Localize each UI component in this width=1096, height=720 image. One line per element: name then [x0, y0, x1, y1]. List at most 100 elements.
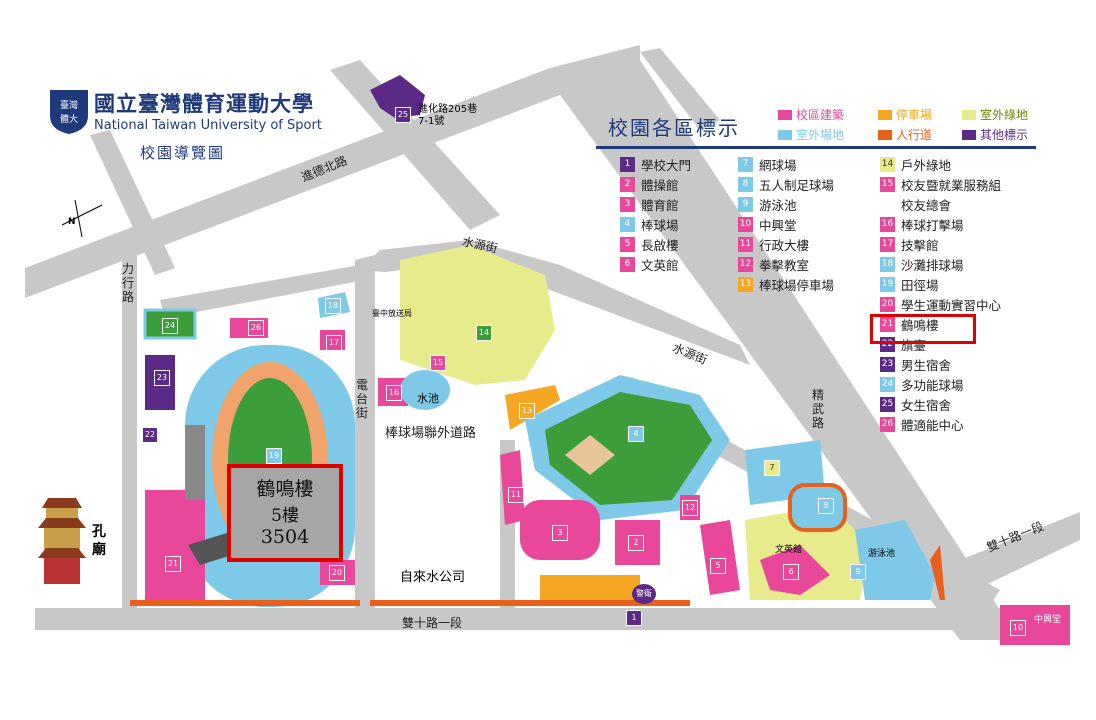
road-label-jingwu: 精武路 [812, 388, 825, 430]
map-marker-10: 10 [1010, 620, 1026, 636]
map-marker-7: 7 [764, 460, 780, 476]
legend-label: 體育館 [641, 198, 679, 213]
legend-number [880, 197, 895, 212]
map-marker-11: 11 [508, 487, 524, 503]
legend-number: 14 [880, 157, 895, 172]
legend-item-3: 3 體育館 [620, 195, 679, 214]
category-swatch [878, 129, 892, 140]
category-swatch [878, 109, 892, 120]
pool-label: 游泳池 [868, 549, 896, 559]
baseball-area [525, 375, 730, 520]
legend-number: 2 [620, 177, 635, 192]
legend-item-7: 7 網球場 [738, 155, 797, 174]
legend-number: 19 [880, 277, 895, 292]
map-marker-18: 18 [325, 298, 341, 314]
legend-item-extra: 校友總會 [880, 195, 951, 214]
legend-label: 女生宿舍 [901, 398, 952, 413]
legend-label: 網球場 [759, 158, 797, 173]
road-upper-left [160, 265, 365, 318]
legend-label: 拳擊教室 [759, 258, 810, 273]
road-shuangshi-bottom [35, 608, 1000, 630]
bleachers [185, 425, 205, 500]
road-jinde [25, 45, 640, 298]
green-14 [400, 245, 555, 385]
legend-number: 7 [738, 157, 753, 172]
map-marker-26: 26 [248, 320, 264, 336]
legend-label: 文英館 [641, 258, 679, 273]
sidewalks [130, 545, 945, 606]
legend-label: 行政大樓 [759, 238, 810, 253]
legend-number: 12 [738, 257, 753, 272]
legend-label: 中興堂 [759, 218, 797, 233]
map-marker-20: 20 [329, 565, 345, 581]
category-swatch [962, 129, 976, 140]
legend-label: 體適能中心 [901, 418, 964, 433]
confucius-label: 孔 廟 [92, 524, 106, 558]
map-marker-8: 8 [818, 498, 834, 514]
map-marker-16: 16 [386, 385, 402, 401]
road-label-diantai: 電台街 [356, 378, 369, 420]
legend-number: 24 [880, 377, 895, 392]
baseball-outfield [545, 392, 712, 505]
map-marker-4: 4 [628, 426, 644, 442]
legend-number: 22 [880, 337, 895, 352]
legend-label: 技擊館 [901, 238, 939, 253]
road-label-shuangshi-bottom: 雙十路一段 [402, 616, 463, 630]
road-jingwu [560, 60, 1000, 640]
sidewalk-bottom-left [130, 600, 360, 606]
map-marker-21: 21 [165, 556, 181, 572]
category-swatch [962, 109, 976, 120]
map-marker-2: 2 [628, 535, 644, 551]
category-5: 其他標示 [962, 126, 1028, 143]
broadcast-label: 臺中放送局 [372, 309, 412, 318]
legend-label: 學生運動實習中心 [901, 298, 1002, 313]
legend-label: 棒球場停車場 [759, 278, 835, 293]
map-marker-1: 1 [626, 610, 642, 626]
road-label-lixing: 力行路 [122, 262, 135, 304]
legend-highlight [870, 314, 976, 344]
confucius-temple-icon [36, 488, 88, 588]
legend-label: 戶外綠地 [901, 158, 952, 173]
legend-label: 男生宿舍 [901, 358, 952, 373]
map-marker-12: 12 [682, 500, 698, 516]
legend-number: 21 [880, 317, 895, 332]
legend-number: 3 [620, 197, 635, 212]
legend-number: 17 [880, 237, 895, 252]
compass-north: N [68, 217, 76, 227]
zhongxing-label: 中興堂 [1034, 615, 1062, 625]
category-label: 停車場 [896, 108, 933, 122]
svg-text:臺灣: 臺灣 [60, 99, 78, 111]
map-marker-22: 22 [142, 427, 158, 443]
road-shuangshi-right [960, 512, 1080, 590]
pool-area [855, 520, 935, 600]
map-marker-25: 25 [395, 107, 411, 123]
legend-number: 16 [880, 217, 895, 232]
legend-label: 游泳池 [759, 198, 797, 213]
category-swatch [778, 109, 792, 120]
category-1: 停車場 [878, 106, 932, 123]
water-company-label: 自來水公司 [400, 570, 466, 585]
legend-label: 校友總會 [901, 198, 952, 213]
wenying-label: 文英館 [775, 545, 803, 555]
category-label: 校區建築 [796, 108, 845, 122]
category-0: 校區建築 [778, 106, 844, 123]
road-left-diag [90, 130, 175, 275]
legend-item-17: 17 技擊館 [880, 235, 939, 254]
svg-text:體大: 體大 [60, 113, 78, 125]
legend-number: 15 [880, 177, 895, 192]
five-a-side-area [788, 483, 847, 532]
legend-label: 學校大門 [641, 158, 692, 173]
legend-number: 8 [738, 177, 753, 192]
